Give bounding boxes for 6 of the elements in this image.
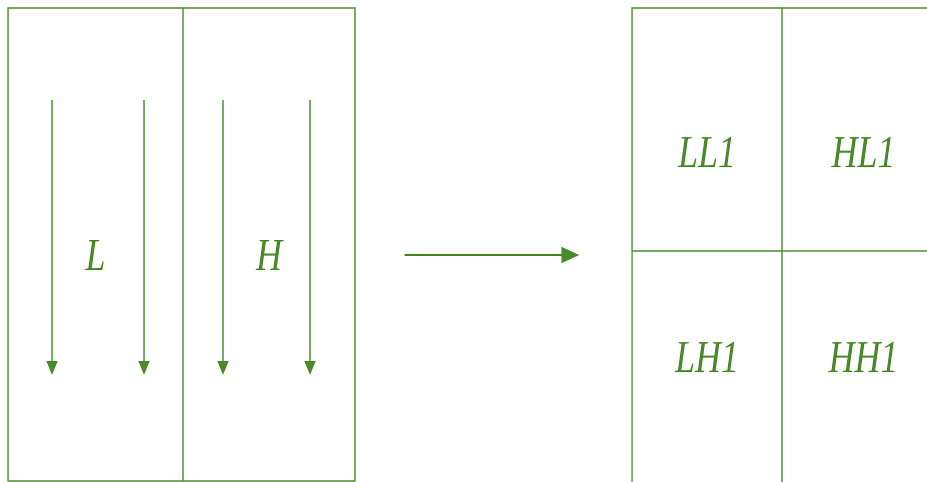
cell-box: LL1 xyxy=(631,7,783,252)
cell-box: HH1 xyxy=(781,250,927,482)
cell-box: LH1 xyxy=(631,250,783,482)
cell-box: HL1 xyxy=(781,7,927,252)
cell-box: H xyxy=(182,7,356,482)
cell-box: L xyxy=(7,7,184,482)
